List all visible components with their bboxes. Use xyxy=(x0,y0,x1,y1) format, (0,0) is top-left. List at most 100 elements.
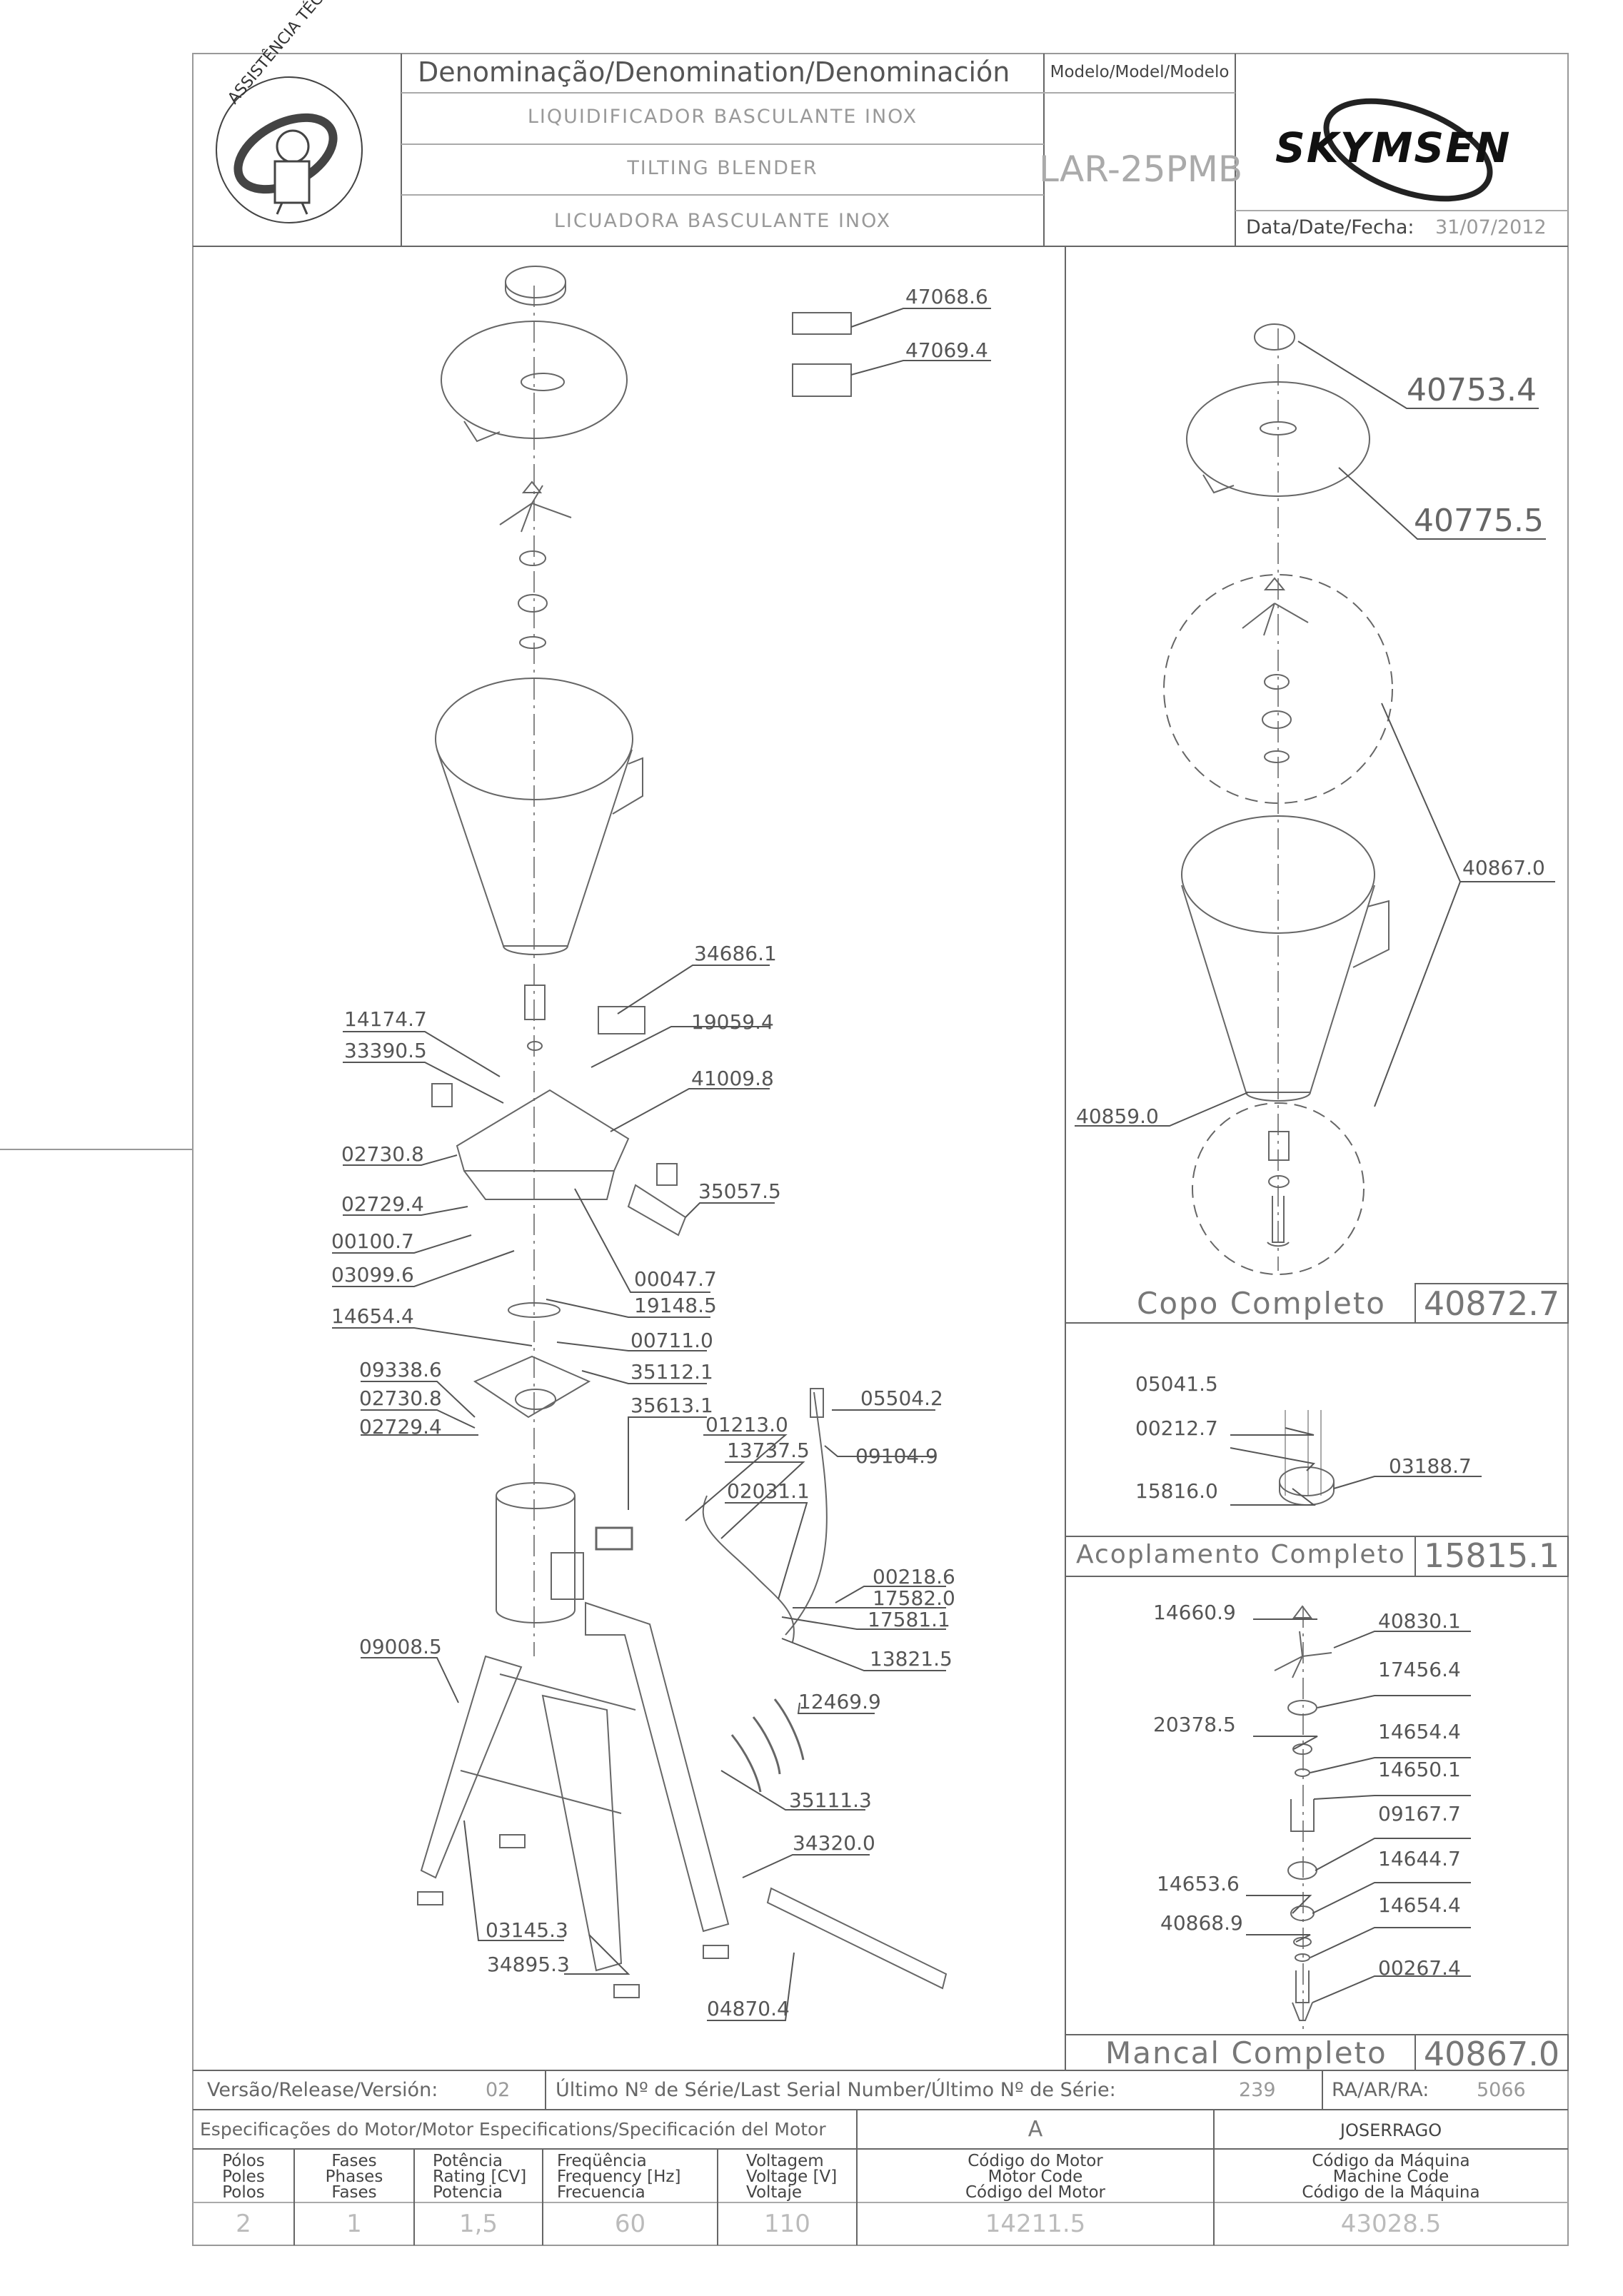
part-label: 02730.8 xyxy=(341,1142,424,1166)
revision-letter: A xyxy=(1027,2117,1043,2142)
part-label: 34320.0 xyxy=(793,1831,875,1855)
part-label: 14654.4 xyxy=(1378,1893,1461,1917)
part-label: 09008.5 xyxy=(359,1635,442,1658)
copo-view xyxy=(1163,323,1393,1275)
name-pt: LIQUIDIFICADOR BASCULANTE INOX xyxy=(527,106,918,128)
part-label: 09338.6 xyxy=(359,1358,442,1381)
spec-value-phases: 1 xyxy=(346,2210,362,2238)
part-label: 47068.6 xyxy=(905,285,988,308)
serial-label: Último Nº de Série/Last Serial Number/Úl… xyxy=(556,2079,1116,2101)
spec-value-motor-code: 14211.5 xyxy=(985,2210,1086,2238)
name-en: TILTING BLENDER xyxy=(627,157,818,179)
part-label: 13737.5 xyxy=(727,1439,810,1462)
part-label: 14174.7 xyxy=(344,1007,427,1031)
part-label: 35111.3 xyxy=(789,1788,872,1812)
part-label: 47069.4 xyxy=(905,338,988,362)
part-label: 17581.1 xyxy=(868,1608,950,1631)
part-label: 00218.6 xyxy=(873,1565,955,1588)
acoplamento-title: Acoplamento Completo xyxy=(1076,1540,1406,1569)
motor-spec-title: Especificações do Motor/Motor Especifica… xyxy=(200,2119,826,2140)
part-label: 40867.0 xyxy=(1462,856,1545,880)
serial-value: 239 xyxy=(1239,2079,1276,2101)
drawing-author: JOSERRAGO xyxy=(1340,2120,1442,2140)
mancal-code: 40867.0 xyxy=(1423,2035,1560,2073)
part-label: 35057.5 xyxy=(698,1179,781,1203)
part-label: 40775.5 xyxy=(1414,503,1544,539)
part-label: 09104.9 xyxy=(855,1444,938,1468)
part-label: 01213.0 xyxy=(705,1413,788,1436)
part-label: 19059.4 xyxy=(691,1010,774,1034)
spec-value-voltage: 110 xyxy=(764,2210,810,2238)
part-label: 02729.4 xyxy=(341,1192,424,1216)
version-value: 02 xyxy=(486,2079,511,2101)
leader-lines xyxy=(332,308,1555,2021)
part-label: 20378.5 xyxy=(1153,1713,1236,1736)
part-label: 05504.2 xyxy=(860,1386,943,1410)
part-label: 40830.1 xyxy=(1378,1609,1461,1633)
part-label: 14644.7 xyxy=(1378,1847,1461,1870)
part-label: 02729.4 xyxy=(359,1415,442,1439)
copo-title: Copo Completo xyxy=(1137,1286,1386,1321)
ra-value: 5066 xyxy=(1477,2079,1526,2101)
part-label: 09167.7 xyxy=(1378,1802,1461,1826)
part-label: 40753.4 xyxy=(1407,372,1537,408)
part-label: 12469.9 xyxy=(798,1690,881,1713)
part-label: 40868.9 xyxy=(1160,1911,1243,1935)
copo-code: 40872.7 xyxy=(1423,1284,1560,1323)
part-label: 33390.5 xyxy=(344,1039,427,1062)
denomination-title: Denominação/Denomination/Denominación xyxy=(418,56,1010,88)
part-label: 14660.9 xyxy=(1153,1601,1236,1624)
part-label: 00212.7 xyxy=(1135,1416,1218,1440)
part-label: 41009.8 xyxy=(691,1067,774,1090)
part-label: 03145.3 xyxy=(486,1918,568,1942)
model-value: LAR-25PMB xyxy=(1039,148,1243,190)
main-exploded-view xyxy=(417,266,948,1998)
part-label: 34895.3 xyxy=(487,1953,570,1976)
part-label: 00711.0 xyxy=(630,1329,713,1352)
part-label: 04870.4 xyxy=(707,1997,790,2020)
date-label: Data/Date/Fecha: xyxy=(1246,216,1415,238)
spec-value-frequency: 60 xyxy=(614,2210,646,2238)
part-label: 17582.0 xyxy=(873,1586,955,1610)
date-value: 31/07/2012 xyxy=(1435,216,1547,238)
skymsen-logo xyxy=(1323,98,1493,202)
part-label: 40859.0 xyxy=(1076,1104,1159,1128)
part-label: 02031.1 xyxy=(727,1479,810,1503)
part-label: 17456.4 xyxy=(1378,1658,1461,1681)
part-label: 34686.1 xyxy=(694,942,777,965)
part-label: 35613.1 xyxy=(630,1394,713,1417)
part-label: 14654.4 xyxy=(1378,1720,1461,1743)
mancal-title: Mancal Completo xyxy=(1105,2035,1387,2070)
part-label: 00047.7 xyxy=(634,1267,717,1291)
authorized-service-seal xyxy=(216,76,363,223)
brand-name: SKYMSEN xyxy=(1275,124,1512,172)
model-title: Modelo/Model/Modelo xyxy=(1050,63,1230,81)
name-es: LICUADORA BASCULANTE INOX xyxy=(553,210,892,232)
part-label: 14650.1 xyxy=(1378,1758,1461,1781)
part-label: 02730.8 xyxy=(359,1386,442,1410)
part-label: 00267.4 xyxy=(1378,1956,1461,1980)
mancal-view xyxy=(1274,1605,1332,2035)
part-label: 05041.5 xyxy=(1135,1372,1218,1396)
acoplamento-view xyxy=(1279,1410,1335,1506)
part-label: 00100.7 xyxy=(331,1229,414,1253)
part-label: 14653.6 xyxy=(1157,1872,1240,1895)
part-label: 03099.6 xyxy=(331,1263,414,1287)
part-label: 14654.4 xyxy=(331,1304,414,1328)
part-label: 13821.5 xyxy=(870,1647,953,1671)
spec-value-poles: 2 xyxy=(236,2210,251,2238)
part-label: 03188.7 xyxy=(1389,1454,1472,1478)
part-label: 19148.5 xyxy=(634,1294,717,1317)
acoplamento-code: 15815.1 xyxy=(1423,1536,1560,1575)
spec-value-rating: 1,5 xyxy=(458,2210,498,2238)
ra-label: RA/AR/RA: xyxy=(1332,2079,1429,2101)
part-label: 15816.0 xyxy=(1135,1479,1218,1503)
